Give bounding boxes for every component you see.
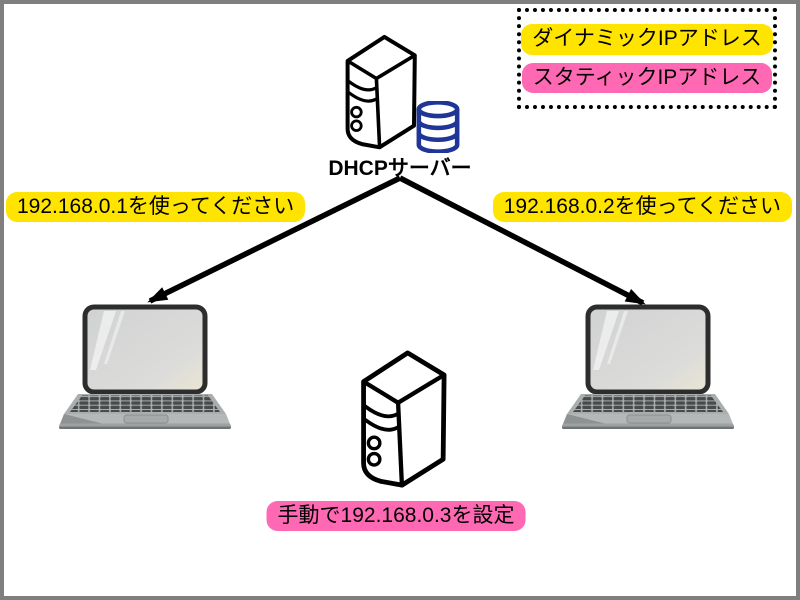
laptop-right-icon [561, 302, 735, 430]
manual-assignment-label: 手動で192.168.0.3を設定 [266, 501, 526, 532]
dhcp-server-label: DHCPサーバー [328, 157, 472, 180]
assignment-label-right: 192.168.0.2を使ってください [492, 192, 792, 223]
manual-server-icon [352, 350, 448, 489]
arrow-dhcp-to-right-laptop [398, 175, 646, 306]
arrow-dhcp-to-left-laptop [147, 175, 402, 304]
legend-item-dynamic-ip: ダイナミックIPアドレス [521, 24, 773, 55]
legend-item-static-ip: スタティックIPアドレス [521, 62, 773, 93]
laptop-left-icon [58, 302, 232, 430]
legend: ダイナミックIPアドレス スタティックIPアドレス [517, 8, 777, 109]
arrows-layer [147, 175, 646, 306]
assignment-label-left: 192.168.0.1を使ってください [6, 192, 306, 223]
database-icon [415, 101, 461, 153]
dhcp-server-icon [338, 30, 418, 155]
